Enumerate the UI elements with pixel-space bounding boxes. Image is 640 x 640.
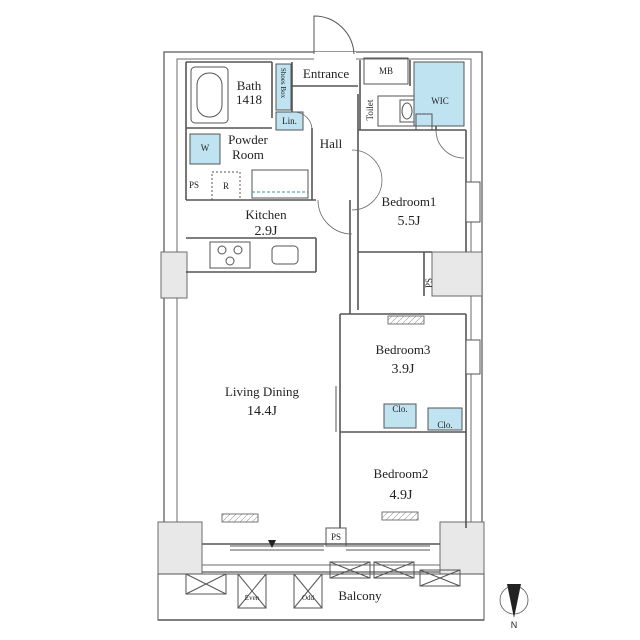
closet-bedroom2 (427, 407, 463, 431)
washer-label: W (200, 143, 210, 153)
refrigerator-box (211, 171, 241, 201)
entry-marker (268, 540, 276, 548)
bath-label: Bath (236, 78, 262, 93)
wic (413, 61, 465, 127)
east-windows (465, 181, 481, 375)
ps-box-south (325, 527, 347, 547)
balcony (157, 561, 485, 621)
powder-vanity (251, 169, 309, 199)
linen-closet (275, 111, 304, 131)
ps-label-bedroom1: PS (424, 278, 434, 289)
compass (499, 584, 529, 618)
powder-room-label: Powder Room (228, 132, 268, 162)
entrance-door (313, 15, 356, 60)
bedroom1-label: Bedroom1 (381, 194, 437, 209)
ps-label-south: PS (330, 532, 341, 542)
bath-size: 1418 (236, 92, 262, 107)
bathtub (190, 66, 229, 124)
wic-label: WIC (431, 96, 449, 106)
kitchen-sink (271, 245, 299, 265)
washer-box (189, 133, 221, 165)
clo-label-bedroom3: Clo. (392, 404, 408, 414)
lin-label: Lin. (282, 116, 297, 126)
vent-markers (221, 315, 425, 523)
shoes-box-label: Shoes Box (279, 67, 287, 99)
bedroom3-size: 3.9J (391, 362, 415, 377)
stove (209, 241, 251, 269)
shoes-box (275, 63, 292, 111)
living-slider (230, 386, 430, 551)
even-label: Even (244, 594, 260, 602)
hall-label: Hall (319, 136, 343, 151)
balcony-label: Balcony (338, 588, 382, 603)
toilet-fixture (377, 95, 415, 127)
toilet-label: Toilet (365, 99, 375, 121)
ps-label-kitchen: PS (188, 180, 199, 190)
bedroom2-size: 4.9J (389, 488, 413, 503)
living-dining-label: Living Dining (224, 384, 300, 399)
living-dining-size: 14.4J (247, 404, 277, 419)
bedroom2-label: Bedroom2 (373, 466, 429, 481)
refrigerator-label: R (222, 181, 229, 191)
bedroom1-size: 5.5J (397, 214, 421, 229)
bedroom3-label: Bedroom3 (375, 342, 431, 357)
odd-label: Odd (301, 594, 315, 602)
closet-bedroom3 (383, 403, 417, 429)
ps-box-toilet (415, 113, 433, 131)
clo-label-bedroom2: Clo. (437, 420, 453, 430)
kitchen-size: 2.9J (254, 224, 278, 239)
entrance-label: Entrance (302, 66, 350, 81)
interior-walls (185, 60, 467, 545)
mb-box (363, 57, 409, 85)
kitchen-label: Kitchen (245, 207, 287, 222)
compass-north-label: N (510, 620, 518, 630)
door-arcs (293, 111, 465, 235)
mb-label: MB (378, 66, 393, 76)
